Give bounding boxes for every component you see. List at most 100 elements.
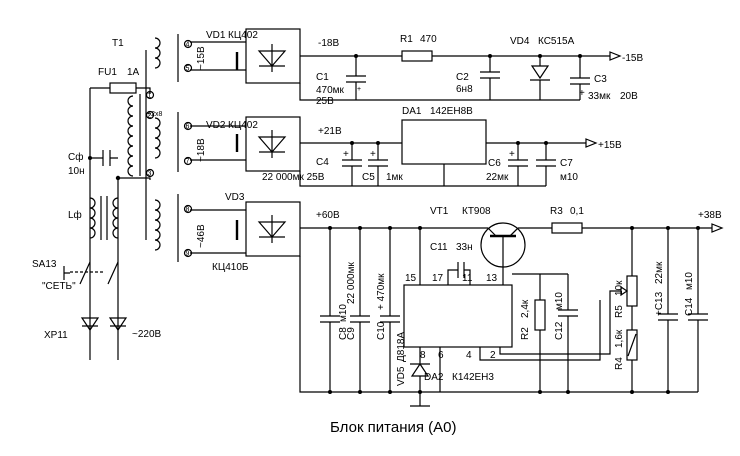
r1-label: R1 (400, 34, 413, 45)
node-minus15v: -15В (622, 53, 643, 64)
r5-label: R5 (614, 305, 625, 318)
c5-value: 1мк (386, 172, 403, 183)
capacitor-c8 (320, 228, 340, 392)
c11-label: C11 (430, 242, 448, 253)
da2-label: DA2 (424, 372, 444, 383)
vd1-label: VD1 (206, 30, 226, 41)
capacitor-c9 (350, 228, 370, 392)
capacitor-c12 (558, 290, 578, 392)
capacitor-c2 (480, 56, 500, 100)
resistor-r3 (551, 222, 583, 234)
c6-label: C6 (488, 158, 501, 169)
vd4-label: VD4 (510, 36, 530, 47)
c1-value: 470мк (316, 85, 345, 96)
c3-plus: + (579, 88, 585, 99)
transistor-vt1 (480, 222, 526, 268)
c5-label: C5 (362, 172, 375, 183)
fuse-fu1 (109, 82, 137, 94)
c10-value: + 470мк (376, 273, 387, 310)
capacitor-c4 (342, 143, 362, 186)
node-plus60v: +60В (316, 210, 340, 221)
t1-label: T1 (112, 38, 124, 49)
c7-label: C7 (560, 158, 573, 169)
rail-minus15v (300, 51, 622, 61)
c10-label: C10 (376, 321, 387, 340)
rectifier-vd3 (190, 201, 301, 257)
transformer-t1 (127, 37, 161, 251)
c4-label: C4 (316, 157, 329, 168)
capacitor-c1 (346, 56, 366, 100)
vd2-label: VD2 (206, 120, 226, 131)
mains-input (63, 82, 151, 360)
c14-value: м10 (684, 272, 695, 290)
switch-sa13 (79, 261, 119, 285)
node-plus15v: +15В (598, 140, 622, 151)
winding1-voltage: ~15В (196, 46, 207, 70)
pin-4: 4 (186, 42, 190, 49)
c4-plus: + (343, 149, 349, 160)
r2-value: 2,4к (520, 299, 531, 318)
capacitor-c10 (380, 228, 400, 392)
schematic-title: Блок питания (А0) (330, 419, 457, 436)
zener-vd4 (530, 56, 550, 100)
xp11-label: XP11 (44, 330, 68, 341)
t1-pin-markers: 1 2 3 4 5 6 7 8 9 (145, 39, 193, 258)
vd5-value: Д818А (396, 332, 407, 362)
vd5-label: VD5 (396, 366, 407, 386)
winding2-voltage: ~18В (196, 138, 207, 162)
c1-label: C1 (316, 72, 329, 83)
pin-1: 1 (148, 93, 152, 100)
vt1-value: КТ908 (462, 206, 491, 217)
ground-rail-1 (299, 83, 580, 101)
c6-value: 22мк (486, 172, 509, 183)
pin-7: 7 (186, 159, 190, 166)
c1-voltage: 25В (316, 96, 334, 107)
r4-value: 1,6к (614, 329, 625, 348)
c4-value: 22 000мк 25В (262, 172, 325, 183)
rectifier-vd2 (190, 116, 301, 172)
capacitor-c7 (536, 143, 556, 186)
ground-rail-2 (299, 171, 546, 187)
vt1-label: VT1 (430, 206, 449, 217)
node-plus21v: +21В (318, 126, 342, 137)
vd4-value: КС515А (538, 36, 575, 47)
rectifier-vd1 (190, 28, 301, 84)
c9-value: 22 000мк (346, 262, 357, 304)
c12-value: м10 (554, 292, 565, 310)
c14-label: C14 (684, 297, 695, 316)
da2-pin-13: 13 (486, 273, 498, 284)
vd2-value: КЦ402 (228, 120, 258, 131)
sa13-label: SA13 (32, 259, 57, 270)
r3-value: 0,1 (570, 206, 584, 217)
da2-pin-17: 17 (432, 273, 444, 284)
capacitor-c6 (508, 143, 528, 186)
da2-pin-2: 2 (490, 350, 496, 361)
resistor-r2 (534, 299, 546, 331)
da2-pin-6: 6 (438, 350, 444, 361)
capacitor-c3 (570, 56, 590, 100)
capacitor-c14 (688, 228, 708, 392)
t1-tap-label: +2x8 (147, 111, 162, 118)
da2-pin-8: 8 (420, 350, 426, 361)
c9-label: C9 (346, 327, 357, 340)
capacitor-c13 (658, 228, 678, 392)
c5-plus: + (370, 149, 376, 160)
c8-label: C8 (338, 327, 349, 340)
sa13-value: "СЕТЬ" (42, 281, 76, 292)
c7-value: м10 (560, 172, 578, 183)
c3-value: 33мк (588, 91, 611, 102)
vd1-value: КЦ402 (228, 30, 258, 41)
r4-label: R4 (614, 357, 625, 370)
potentiometer-r5 (626, 275, 638, 307)
choke-lf-a (89, 197, 96, 239)
c11-value: 33н (456, 242, 473, 253)
capacitor-c5 (368, 143, 388, 186)
zener-vd5 (410, 347, 430, 407)
pin-8: 8 (186, 207, 190, 214)
c3-label: C3 (594, 74, 607, 85)
da2-pin-11: 11 (462, 273, 473, 284)
da2-connections (419, 228, 569, 290)
pin-9: 9 (186, 251, 190, 258)
node-plus38v: +38В (698, 210, 722, 221)
